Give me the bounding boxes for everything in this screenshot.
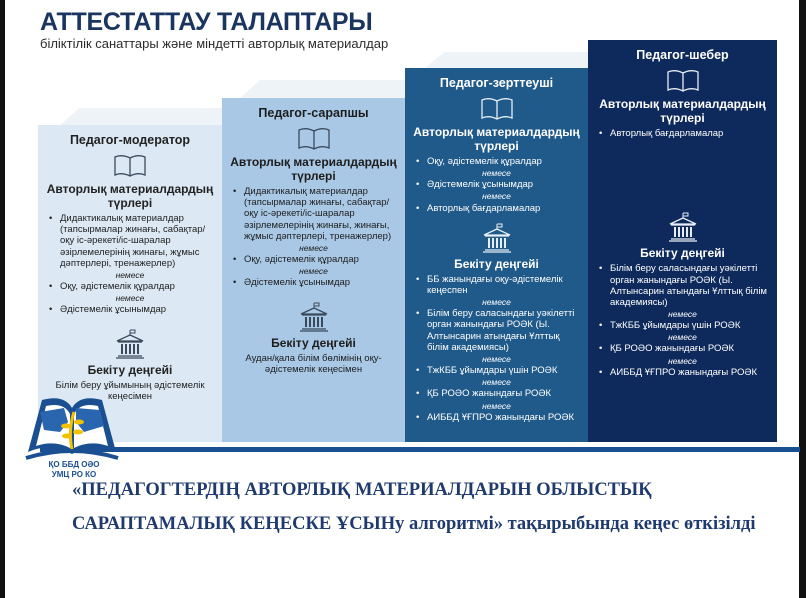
types-heading: Авторлық материалдардың түрлері	[230, 154, 397, 183]
column-3: Педагог-зерттеуші Авторлық материалдарды…	[405, 68, 588, 442]
building-icon	[482, 223, 511, 253]
approval-heading: Бекіту деңгейі	[271, 335, 356, 350]
or-label: немесе	[482, 191, 511, 202]
list-item: Авторлық бағдарламалар	[596, 128, 769, 139]
or-label: немесе	[482, 354, 511, 365]
column-4: Педагог-шебер Авторлық материалдардың тү…	[588, 40, 777, 442]
list-item: Оқу, әдістемелік құралдар	[413, 156, 580, 167]
step-decoration	[425, 52, 588, 68]
list-item: ҚБ РОӘО жанындағы РОӘК	[413, 388, 580, 399]
column-title: Педагог-шебер	[636, 48, 729, 62]
list-item: Дидактикалық материалдар (тапсырмалар жи…	[46, 213, 214, 269]
or-label: немесе	[668, 309, 697, 320]
book-icon	[297, 127, 330, 150]
page-title: АТТЕСТАТТАУ ТАЛАПТАРЫ	[40, 8, 373, 36]
step-decoration	[240, 80, 405, 98]
approval-text: Аудан/қала білім бөлімінің оқу-әдістемел…	[245, 352, 382, 375]
types-list: Дидактикалық материалдар (тапсырмалар жи…	[46, 213, 214, 316]
list-item: АИББД ҰҒПРО жанындағы РОӘК	[413, 412, 580, 423]
building-icon	[668, 212, 697, 242]
list-item: Оқу, әдістемелік құралдар	[230, 254, 397, 265]
logo-line: ҚО ББД ОӘО	[48, 460, 100, 469]
window-edge-right	[799, 0, 806, 598]
types-heading: Авторлық материалдардың түрлері	[46, 181, 214, 210]
list-item: АИББД ҰҒПРО жанындағы РОӘК	[596, 367, 769, 378]
announcement-headline: «ПЕДАГОГТЕРДІҢ АВТОРЛЫҚ МАТЕРИАЛДАРЫН ОБ…	[72, 480, 756, 534]
approval-heading: Бекіту деңгейі	[87, 362, 173, 377]
list-item: ТжКББ ұйымдары үшін РОӘК	[596, 320, 769, 331]
column-2: Педагог-сарапшы Авторлық материалдардың …	[222, 98, 405, 442]
list-item: Әдістемелік ұсынымдар	[413, 179, 580, 190]
or-label: немесе	[299, 266, 328, 277]
step-decoration	[60, 108, 222, 125]
list-item: Білім беру саласындағы уәкілетті орган ж…	[596, 263, 769, 308]
list-item: Дидактикалық материалдар (тапсырмалар жи…	[230, 186, 397, 242]
column-title: Педагог-сарапшы	[258, 106, 369, 120]
list-item: ББ жанындағы оқу-әдістемелік кеңеспен	[413, 274, 580, 296]
building-icon	[116, 329, 144, 359]
or-label: немесе	[482, 377, 511, 388]
or-label: немесе	[115, 293, 145, 304]
book-icon	[666, 69, 699, 92]
column-1: Педагог-модератор Авторлық материалдарды…	[38, 125, 222, 442]
types-list: Оқу, әдістемелік құралдарнемесеӘдістемел…	[413, 156, 580, 214]
types-heading: Авторлық материалдардың түрлері	[413, 124, 580, 153]
book-icon	[114, 154, 146, 177]
list-item: Оқу, әдістемелік құралдар	[46, 281, 214, 292]
or-label: немесе	[299, 243, 328, 254]
list-item: ҚБ РОӘО жанындағы РОӘК	[596, 343, 769, 354]
logo-line: УМЦ РО КО	[51, 469, 97, 479]
list-item: ТжКББ ұйымдары үшін РОӘК	[413, 365, 580, 376]
list-item: Білім беру саласындағы уәкілетті орган ж…	[413, 308, 580, 353]
types-heading: Авторлық материалдардың түрлері	[599, 96, 766, 125]
or-label: немесе	[482, 400, 511, 411]
types-list: Авторлық бағдарламалар	[596, 128, 769, 139]
or-label: немесе	[668, 355, 697, 366]
building-icon	[299, 302, 328, 332]
organization-logo	[25, 398, 119, 460]
or-label: немесе	[482, 168, 511, 179]
or-label: немесе	[115, 270, 145, 281]
approval-list: ББ жанындағы оқу-әдістемелік кеңеспеннем…	[413, 274, 580, 423]
book-icon	[480, 97, 513, 120]
types-list: Дидактикалық материалдар (тапсырмалар жи…	[230, 186, 397, 289]
list-item: Әдістемелік ұсынымдар	[46, 304, 214, 315]
list-item: Әдістемелік ұсынымдар	[230, 277, 397, 288]
or-label: немесе	[482, 297, 511, 308]
list-item: Авторлық бағдарламалар	[413, 203, 580, 214]
logo-caption: ҚО ББД ОӘО УМЦ РО КО	[44, 460, 104, 479]
column-title: Педагог-зерттеуші	[439, 76, 554, 90]
page-subtitle: біліктілік санаттары және міндетті автор…	[40, 36, 389, 51]
or-label: немесе	[668, 332, 697, 343]
approval-heading: Бекіту деңгейі	[454, 256, 539, 271]
window-edge-left	[0, 0, 5, 598]
approval-heading: Бекіту деңгейі	[640, 246, 725, 261]
approval-list: Білім беру саласындағы уәкілетті орган ж…	[596, 263, 769, 378]
column-title: Педагог-модератор	[69, 133, 191, 147]
divider-bar	[40, 447, 800, 452]
approval-text: Білім беру ұйымының әдістемелік кеңесіме…	[55, 379, 205, 402]
